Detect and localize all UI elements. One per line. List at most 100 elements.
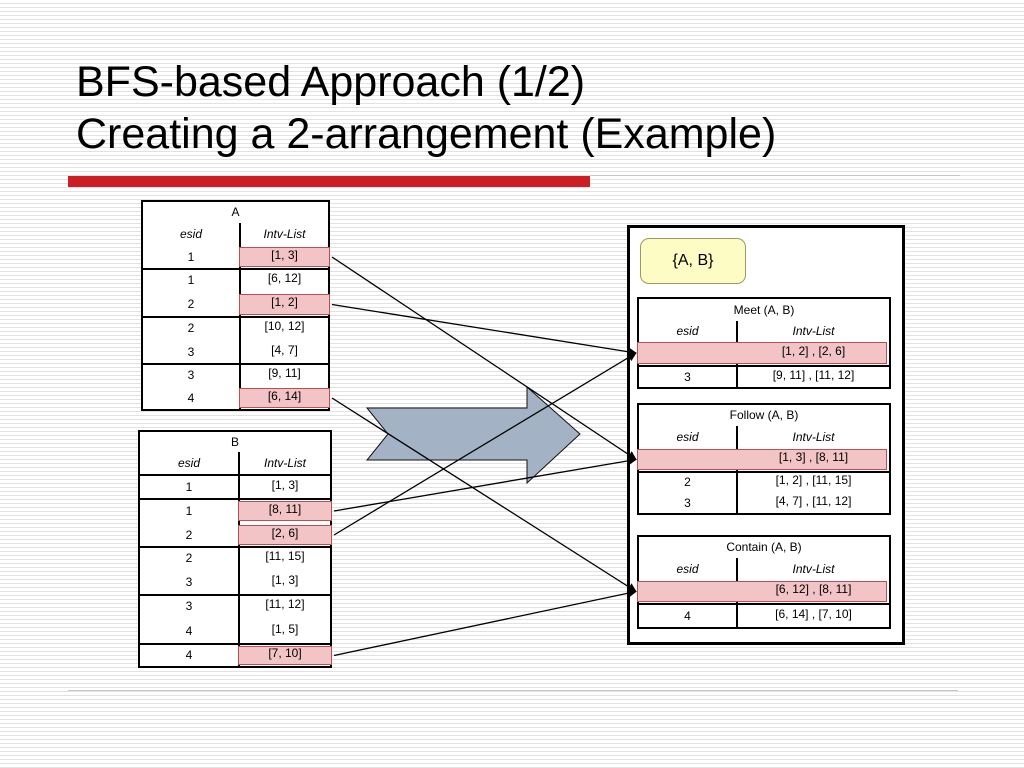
header-intv-list: Intv-List <box>263 456 306 470</box>
connection-arrow <box>333 588 637 657</box>
table-row: 3 [9, 11] <box>141 365 330 387</box>
intv-cell: [1, 5] <box>240 619 330 643</box>
title-divider-line <box>590 175 960 176</box>
esid-value: 3 <box>185 575 193 589</box>
esid-cell: 3 <box>639 493 738 513</box>
intv-value: [6, 14] <box>267 389 302 403</box>
esid-cell: 3 <box>140 571 240 594</box>
intv-cell: [7, 10] <box>238 645 332 666</box>
intv-cell: [1, 3] <box>239 246 330 268</box>
intv-cell: [6, 14] , [7, 10] <box>738 605 889 627</box>
header-intv-list: Intv-List <box>792 562 835 576</box>
intv-value: [1, 3] , [8, 11] <box>778 450 849 464</box>
intv-value: [9, 11] , [11, 12] <box>772 368 855 382</box>
intv-value: [4, 7] <box>271 343 298 357</box>
table-row: 2 [2, 6] <box>138 524 332 548</box>
highlight-marker <box>637 581 887 602</box>
footer-divider-line <box>68 690 958 691</box>
table-row: 2 [11, 15] <box>138 548 332 571</box>
highlight-marker <box>238 646 332 665</box>
esid-value: 3 <box>684 496 691 510</box>
esid-value: 2 <box>187 297 195 311</box>
esid-value: 4 <box>684 609 691 623</box>
intv-value: [1, 2] , [11, 15] <box>775 473 852 487</box>
table-row: 1 [6, 12] <box>141 270 330 293</box>
table-row: 3 [1, 3] <box>138 571 332 596</box>
esid-value: 2 <box>187 321 195 335</box>
intv-cell: [4, 7] <box>241 341 328 363</box>
esid-value: 2 <box>185 528 193 542</box>
intv-cell: [1, 2] <box>239 293 330 316</box>
intv-cell: [4, 7] , [11, 12] <box>738 493 889 513</box>
highlight-marker <box>238 525 332 545</box>
table-row: 2 [1, 2] <box>141 293 330 318</box>
intv-cell: [11, 15] <box>240 548 330 571</box>
intv-cell: [9, 11] , [11, 12] <box>738 367 889 387</box>
esid-value: 1 <box>187 273 195 287</box>
table-row: 3 [4, 7] <box>141 341 330 365</box>
intv-value: [8, 11] <box>268 502 302 516</box>
connection-arrow <box>331 397 637 593</box>
table-row: 1 [1, 3] <box>141 246 330 270</box>
intv-value: [9, 11] <box>268 366 301 380</box>
esid-value: 4 <box>185 624 193 638</box>
esid-value: 1 <box>187 250 195 264</box>
header-esid: esid <box>639 558 738 580</box>
slide-title: BFS-based Approach (1/2) Creating a 2-ar… <box>76 56 776 160</box>
esid-cell: 3 <box>140 596 240 619</box>
intv-value: [6, 12] , [8, 11] <box>775 582 852 596</box>
intv-value: [1, 3] <box>271 573 299 587</box>
esid-value: 3 <box>185 599 193 613</box>
esid-value: 2 <box>185 551 193 565</box>
esid-value: 3 <box>187 345 195 359</box>
intv-value: [1, 5] <box>271 622 299 636</box>
esid-value: 4 <box>185 648 193 662</box>
esid-cell: 1 <box>143 270 241 293</box>
highlight-marker <box>239 294 330 315</box>
big-transform-arrow <box>365 385 581 485</box>
esid-value: 1 <box>185 504 193 518</box>
intv-cell: [6, 12] , [8, 11] <box>637 580 889 603</box>
header-intv-list: Intv-List <box>792 430 835 444</box>
table-row: 4 [6, 14] , [7, 10] <box>637 605 891 629</box>
table-row: 1[1, 3] , [8, 11] <box>637 448 891 473</box>
intv-cell: [6, 14] <box>239 387 330 409</box>
intv-cell: [2, 6] <box>238 524 332 546</box>
table-row: 2 [10, 12] <box>141 318 330 341</box>
contain-table-title: Contain (A, B) <box>637 535 891 560</box>
esid-cell: 3 <box>143 365 241 387</box>
table-row: 4 [7, 10] <box>138 645 332 668</box>
esid-cell: 3 <box>143 341 241 363</box>
slide-title-line-2: Creating a 2-arrangement (Example) <box>76 110 777 158</box>
table-row: 4 [1, 5] <box>138 619 332 645</box>
intv-cell: [10, 12] <box>241 318 328 341</box>
intv-value: [2, 6] <box>271 526 299 540</box>
esid-cell: 3 <box>639 367 738 387</box>
esid-cell: 2 <box>143 318 241 341</box>
intv-value: [1, 2] <box>271 295 298 309</box>
intv-cell: [9, 11] <box>241 365 328 387</box>
intv-cell: [6, 12] <box>241 270 328 293</box>
title-accent-rule <box>68 176 590 187</box>
intv-value: [10, 12] <box>264 319 305 333</box>
table-row: 3 [11, 12] <box>138 596 332 619</box>
intv-cell: [11, 12] <box>240 596 330 619</box>
intv-value: [4, 7] , [11, 12] <box>775 494 852 508</box>
connection-arrow <box>331 256 637 461</box>
esid-value: 2 <box>684 475 691 489</box>
intv-value: [11, 12] <box>265 597 305 611</box>
table-row: 1[6, 12] , [8, 11] <box>637 580 891 605</box>
contain-table: Contain (A, B)esid Intv-List 1[6, 12] , [8… <box>637 535 891 629</box>
table-row: 1[1, 3] <box>138 476 332 500</box>
contain-table-header: esid Intv-List <box>637 558 891 582</box>
intv-value: [7, 10] <box>268 646 302 660</box>
intv-value: [11, 15] <box>265 549 305 563</box>
connection-arrow <box>333 456 637 512</box>
esid-value: 3 <box>187 368 195 382</box>
intv-value: [1, 2] , [2, 6] <box>781 344 846 358</box>
table-row: 3 [4, 7] , [11, 12] <box>637 493 891 515</box>
